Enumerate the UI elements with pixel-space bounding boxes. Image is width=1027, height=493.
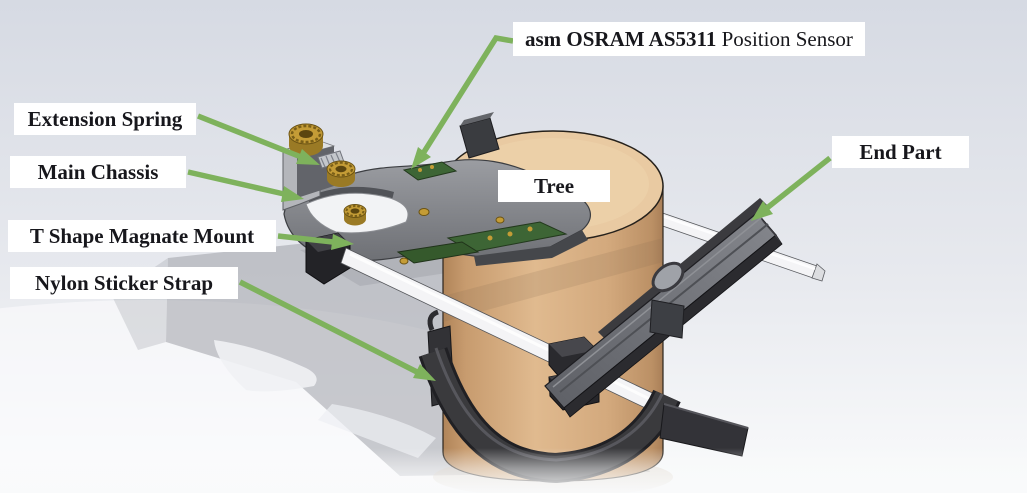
label-position-sensor: asm OSRAM AS5311 Position Sensor (513, 22, 865, 56)
position-sensor-board (402, 161, 458, 181)
brass-screw-1 (418, 208, 430, 216)
arrow-nylon-strap (238, 279, 436, 381)
label-end-part: End Part (832, 136, 969, 168)
label-tree: Tree (498, 170, 610, 202)
label-extension-spring: Extension Spring (14, 103, 196, 135)
brass-nut-1 (288, 123, 324, 156)
reflection-fade (0, 448, 1027, 493)
label-t-shape-mount: T Shape Magnate Mount (8, 220, 276, 252)
brass-nut-3 (343, 204, 367, 226)
brass-screw-3 (399, 257, 409, 265)
annotation-arrows (187, 34, 832, 381)
brass-screw-2 (495, 216, 505, 224)
arrow-position-sensor (411, 34, 514, 169)
chassis-underside (474, 230, 588, 266)
t-mount-rail-group (305, 198, 783, 418)
label-position-sensor-bold: asm OSRAM AS5311 (525, 27, 717, 51)
arrow-extension-spring (196, 113, 320, 165)
rail-clamp-right (649, 299, 685, 339)
arrow-t-mount (277, 233, 354, 250)
label-main-chassis: Main Chassis (10, 156, 186, 188)
guide-rod-rear-tip (811, 263, 826, 282)
label-nylon-strap: Nylon Sticker Strap (10, 267, 238, 299)
arrow-main-chassis (187, 169, 304, 202)
pcb-board-lower (396, 241, 480, 264)
end-part-hole (651, 261, 685, 293)
arrow-end-part (751, 155, 832, 221)
label-position-sensor-regular: Position Sensor (716, 27, 853, 51)
brass-nut-2 (326, 160, 356, 187)
